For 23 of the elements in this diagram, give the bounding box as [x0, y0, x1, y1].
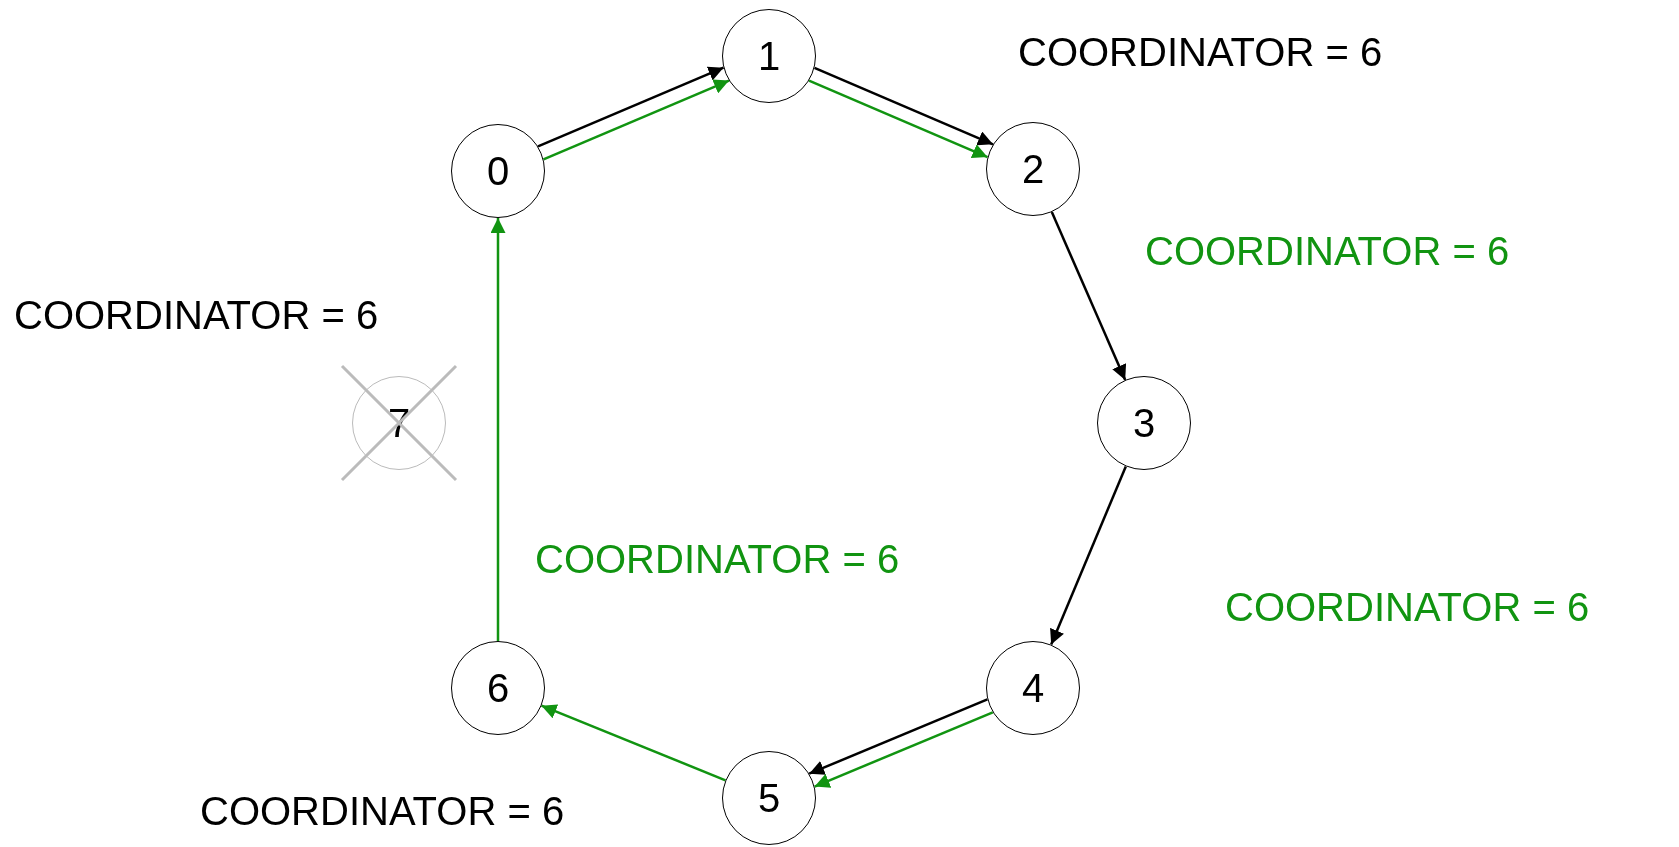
node-number: 6	[486, 668, 510, 708]
node-number: 2	[1021, 149, 1045, 189]
coordinator-label: COORDINATOR = 6	[200, 789, 565, 833]
node-number: 4	[1021, 668, 1045, 708]
arrow	[814, 66, 994, 146]
node-number: 5	[757, 778, 781, 818]
node-number: 0	[486, 151, 510, 191]
node-number: 1	[757, 36, 781, 76]
arrow	[808, 79, 988, 159]
node-number: 3	[1132, 403, 1156, 443]
arrow	[1050, 211, 1127, 381]
coordinator-label: COORDINATOR = 6	[1018, 30, 1383, 74]
coordinator-label: COORDINATOR = 6	[535, 537, 900, 581]
arrow	[814, 711, 994, 788]
arrow	[543, 79, 730, 161]
arrow	[537, 66, 724, 148]
coordinator-label: COORDINATOR = 6	[1225, 585, 1590, 629]
arrow	[541, 704, 726, 782]
arrow	[1050, 465, 1127, 646]
coordinator-label: COORDINATOR = 6	[14, 293, 379, 337]
coordinator-label: COORDINATOR = 6	[1145, 229, 1510, 273]
arrow	[808, 698, 988, 775]
arrow	[490, 218, 506, 641]
